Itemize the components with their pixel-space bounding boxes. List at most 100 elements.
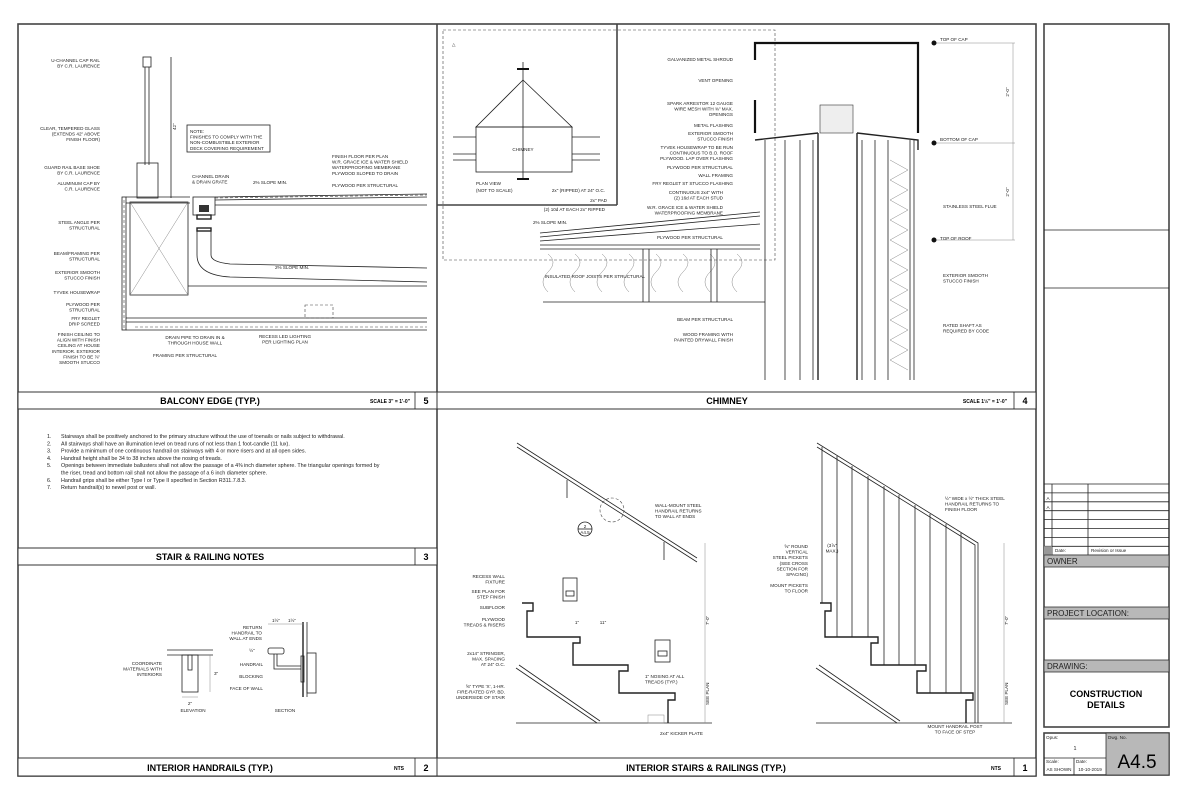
cap-rail <box>142 56 152 68</box>
label-line: 11" <box>600 620 607 625</box>
label-line: MATERIALS WITH <box>123 667 162 672</box>
label-line: 2'-0" <box>1005 87 1010 97</box>
label-line: EXTERIOR SMOOTH <box>688 131 733 136</box>
wall-handrail <box>516 442 698 563</box>
label-line: 2'-0" <box>1005 187 1010 197</box>
label-line: 2x" (RIPPED) AT 24" O.C. <box>552 188 605 193</box>
beam <box>129 201 189 296</box>
label-line: INTERIORS <box>137 672 162 677</box>
label-line: BLOCKING <box>239 674 263 679</box>
label-line: PER LIGHTING PLAN <box>262 340 308 345</box>
label-line: PLYWOOD PER STRUCTURAL <box>332 183 398 188</box>
label-line: PLYWOOD PER STRUCTURAL <box>667 165 733 170</box>
label-line: FINISH FLOOR) <box>66 137 100 142</box>
stairs-label-d-1: 1" <box>575 620 580 625</box>
label-line: STEP FINISH <box>477 595 505 600</box>
chimney-detail: △ <box>442 29 1015 380</box>
label-line: 2% SLOPE MIN. <box>533 220 567 225</box>
panel-title: CHIMNEY <box>706 396 748 406</box>
label-line: HANDRAIL <box>240 662 264 667</box>
label-line: STUCCO FINISH <box>697 137 733 142</box>
revision-triangle-icon: △ <box>452 42 456 47</box>
panel-scale: SCALE 3" = 1'-0" <box>370 399 411 405</box>
chimney-label-flue: STAINLESS STEEL FLUE <box>943 204 997 209</box>
note-number: 5. <box>47 463 52 469</box>
label-line: PLYWOOD SLOPED TO DRAIN <box>332 171 398 176</box>
stairs-label-max: (3⅞"MAX.) <box>826 543 839 554</box>
opus-label: Opus: <box>1046 735 1058 740</box>
panel-title: BALCONY EDGE (TYP.) <box>160 396 260 406</box>
label-line: C.R. LAURENCE <box>65 187 100 192</box>
drawing-title: CONSTRUCTION <box>1070 689 1143 699</box>
label-line: ⅝" TYPE 'X', 1-HR. <box>466 684 505 689</box>
label-line: NOTE: <box>190 129 204 134</box>
note-text: Return handrail(s) to newel post or wall… <box>61 485 156 491</box>
label-line: W.R. GRACE ICE & WATER SHIELD <box>647 205 724 210</box>
label-line: DECK COVERING REQUIREMENT <box>190 146 264 151</box>
label-line: FINISH FLOOR <box>945 507 978 512</box>
stair-soffit <box>815 664 901 724</box>
note-number: 4. <box>47 456 52 462</box>
label-line: FINISHES TO COMPLY WITH THE <box>190 135 262 140</box>
panel-number: 1 <box>1022 763 1027 773</box>
chimney-label-shroud: GALVANIZED METAL SHROUD <box>667 57 733 62</box>
handrails-label-d1: 1½" <box>272 617 280 623</box>
note-box <box>186 124 271 153</box>
panel-title: INTERIOR HANDRAILS (TYP.) <box>147 763 273 773</box>
label-line: METAL FLASHING <box>694 123 733 128</box>
title-bar-stairs: INTERIOR STAIRS & RAILINGS (TYP.) NTS 1 <box>436 757 1037 777</box>
revision-triangle-icon: A <box>1046 505 1050 510</box>
chimney-label-plan-chimney: CHIMNEY <box>512 147 533 152</box>
label-line: 3" <box>214 671 219 676</box>
location-header <box>1043 606 1170 620</box>
dwg-no-label: Dwg. No. <box>1108 735 1127 740</box>
note-text: Stairways shall be positively anchored t… <box>61 434 345 440</box>
label-line: TO WALL AT ENDS <box>655 514 695 519</box>
chimney-label-bottom-cap: BOTTOM OF CAP <box>940 137 978 142</box>
owner-header-label: OWNER <box>1047 557 1078 566</box>
label-line: 2% SLOPE MIN. <box>275 265 309 270</box>
wall-fixture <box>562 577 578 602</box>
label-line: VENT OPENING <box>698 78 733 83</box>
label-line: TYVEK HOUSEWRAP <box>54 290 100 295</box>
label-line: CEILING AT HOUSE <box>58 343 100 348</box>
label-line: WOOD FRAMING WITH <box>683 332 733 337</box>
location-header-label: PROJECT LOCATION: <box>1047 609 1129 618</box>
label-line: AT 24" O.C. <box>481 662 505 667</box>
balcony-label-slope2: 2% SLOPE MIN. <box>275 265 309 270</box>
balcony-edge-detail <box>121 56 428 331</box>
label-line: FINISH CEILING TO <box>58 332 101 337</box>
chimney-label-flashing: METAL FLASHING <box>694 123 733 128</box>
label-line: PLAN VIEW <box>476 181 502 186</box>
scale-value: AS SHOWN <box>1046 767 1071 772</box>
label-line: 42" <box>172 123 177 130</box>
label-line: (2) 10d AT EACH 2x" RIPPED <box>544 207 606 212</box>
label-line: UNDERSIDE OF STAIR <box>456 695 506 700</box>
spark-arrestor <box>819 104 854 134</box>
title-bar-balcony: BALCONY EDGE (TYP.) SCALE 3" = 1'-0" 5 <box>17 391 438 410</box>
panel-number: 4 <box>1022 396 1027 406</box>
metal-shroud <box>753 41 920 133</box>
label-line: FRAMING PER STRUCTURAL <box>153 353 218 358</box>
label-line: FINISH FLOOR PER PLAN <box>332 154 388 159</box>
label-line: TO FLOOR <box>785 589 809 594</box>
label-line: CONTINUOUS 2x4" WITH <box>669 190 723 195</box>
stairs-label-subfloor: SUBFLOOR <box>480 605 506 610</box>
label-line: TREADS (TYP.) <box>645 680 678 685</box>
label-line: WATERPROOFING MEMBRANE <box>655 211 723 216</box>
chimney-label-vent: VENT OPENING <box>698 78 733 83</box>
label-line: OPENINGS <box>709 112 733 117</box>
label-line: BY C.R. LAURENCE <box>57 171 100 176</box>
label-line: VERTICAL <box>786 550 809 555</box>
label-line: FACE OF WALL <box>230 686 264 691</box>
